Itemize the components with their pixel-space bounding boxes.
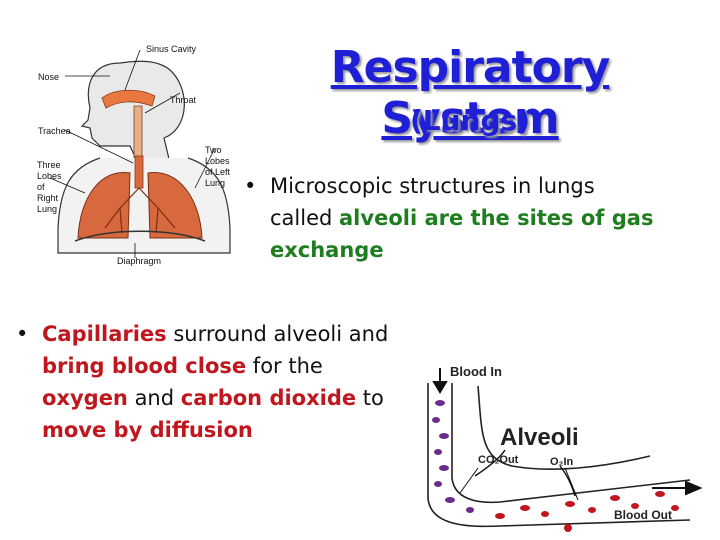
alveolus-wall: [477, 385, 651, 470]
head-silhouette: [80, 60, 185, 164]
bullet-alveoli: • Microscopic structures in lungs called…: [244, 174, 654, 262]
bronchi-lines: [104, 187, 176, 234]
bullet-capillaries: • Capillaries surround alveoli and bring…: [16, 322, 389, 442]
label-left-lung: Two Lobes of Left Lung: [205, 145, 231, 188]
page-subtitle: (Lungs): [409, 104, 530, 137]
right-lung-shape: [77, 171, 131, 239]
label-co2-out: CO₂Out: [478, 454, 519, 466]
label-blood-out: Blood Out: [614, 508, 672, 522]
blood-cells-oxygenated: [495, 491, 679, 532]
alveoli-diagram: [427, 368, 703, 532]
left-lung-shape: [147, 171, 203, 239]
blood-cells-deoxygenated: [432, 400, 474, 513]
gas-exchange-arrows: [474, 449, 576, 497]
label-blood-in: Blood In: [450, 364, 502, 379]
trachea-shape: [134, 155, 144, 189]
capillary-inner-wall: [451, 383, 691, 504]
label-diaphragm: Diaphragm: [117, 256, 162, 266]
label-trachea: Trachea: [38, 126, 71, 136]
sinus-cavity-shape: [101, 89, 156, 109]
capillary-outer-wall: [427, 383, 691, 528]
diaphragm-line: [74, 230, 206, 242]
label-alveoli: Alveoli: [500, 424, 579, 451]
throat-shape: [133, 105, 143, 159]
label-sinus-cavity: Sinus Cavity: [146, 44, 197, 54]
label-nose: Nose: [38, 72, 60, 82]
page-title: Respiratory System: [330, 42, 611, 144]
label-right-lung: Three Lobes of Right Lung: [37, 160, 62, 214]
label-o2-in: O₂In: [550, 456, 574, 468]
lung-diagram: [49, 49, 231, 258]
label-throat: Throat: [170, 95, 197, 105]
